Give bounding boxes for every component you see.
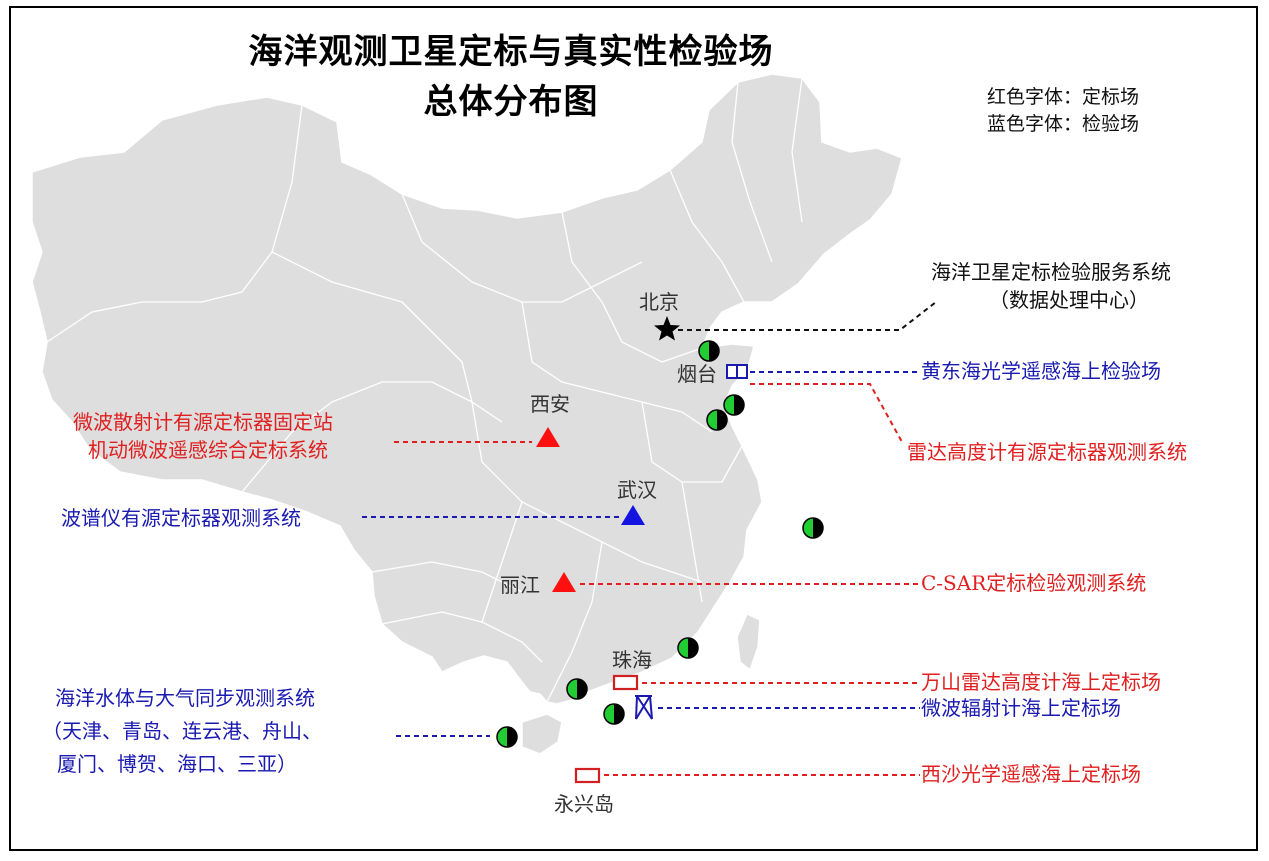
buoy-icon[interactable] bbox=[496, 726, 518, 748]
city-label-zhuhai: 珠海 bbox=[612, 648, 652, 672]
china-map bbox=[31, 73, 937, 784]
hainan-island bbox=[521, 713, 563, 755]
label-microwave-radiometer: 微波辐射计海上定标场 bbox=[921, 696, 1121, 720]
label-synchronous-1: 海洋水体与大气同步观测系统 bbox=[55, 686, 315, 710]
star-icon[interactable] bbox=[654, 316, 680, 341]
city-label-yongxing: 永兴岛 bbox=[554, 792, 614, 816]
map-frame: 海洋观测卫星定标与真实性检验场 总体分布图 红色字体：定标场 蓝色字体：检验场 … bbox=[9, 6, 1258, 851]
platform-icon[interactable] bbox=[612, 674, 639, 691]
label-scatterometer-1: 微波散射计有源定标器固定站 bbox=[73, 410, 333, 434]
buoy-icon[interactable] bbox=[723, 394, 745, 416]
legend-red: 红色字体：定标场 bbox=[987, 86, 1140, 108]
label-radar-altimeter: 雷达高度计有源定标器观测系统 bbox=[907, 440, 1187, 464]
triangle-icon[interactable] bbox=[621, 505, 645, 525]
buoy-icon[interactable] bbox=[677, 637, 699, 659]
triangle-icon[interactable] bbox=[536, 427, 560, 447]
platform-icon[interactable] bbox=[574, 767, 601, 784]
legend-blue: 蓝色字体：检验场 bbox=[987, 113, 1140, 135]
label-data-center-sub: （数据处理中心） bbox=[989, 288, 1149, 312]
province-borders bbox=[46, 77, 803, 703]
buoy-icon[interactable] bbox=[706, 409, 728, 431]
label-wanshan: 万山雷达高度计海上定标场 bbox=[921, 670, 1161, 694]
buoy-icon[interactable] bbox=[698, 340, 720, 362]
label-wave-spectrometer: 波谱仪有源定标器观测系统 bbox=[61, 506, 301, 530]
city-label-beijing: 北京 bbox=[639, 290, 679, 314]
leader-lines bbox=[362, 301, 937, 776]
triangle-icon[interactable] bbox=[552, 572, 576, 592]
buoy-icon[interactable] bbox=[566, 678, 588, 700]
label-csar: C-SAR定标检验观测系统 bbox=[921, 571, 1147, 595]
map-title-line1: 海洋观测卫星定标与真实性检验场 bbox=[248, 32, 774, 72]
city-label-wuhan: 武汉 bbox=[617, 478, 657, 502]
label-synchronous-2: （天津、青岛、连云港、舟山、 bbox=[42, 719, 322, 743]
label-data-center: 海洋卫星定标检验服务系统 bbox=[931, 260, 1171, 284]
city-label-xian: 西安 bbox=[530, 392, 570, 416]
label-scatterometer-2: 机动微波遥感综合定标系统 bbox=[88, 438, 328, 462]
china-landmass bbox=[31, 73, 903, 705]
map-title-line2: 总体分布图 bbox=[423, 82, 599, 122]
leader-data-center bbox=[678, 301, 937, 331]
buoy-icon[interactable] bbox=[603, 703, 625, 725]
platform-icon[interactable] bbox=[726, 364, 748, 379]
buoy-group bbox=[496, 340, 824, 748]
label-synchronous-3: 厦门、博贺、海口、三亚） bbox=[57, 752, 297, 776]
taiwan-island bbox=[736, 612, 761, 672]
leader-radar-altimeter bbox=[750, 383, 903, 443]
city-label-yantai: 烟台 bbox=[677, 362, 717, 386]
label-huangdonghai: 黄东海光学遥感海上检验场 bbox=[921, 359, 1161, 383]
buoy-icon[interactable] bbox=[802, 517, 824, 539]
city-label-lijiang: 丽江 bbox=[500, 573, 540, 597]
radiometer-tower-icon[interactable] bbox=[635, 695, 653, 720]
label-xisha: 西沙光学遥感海上定标场 bbox=[921, 762, 1141, 786]
